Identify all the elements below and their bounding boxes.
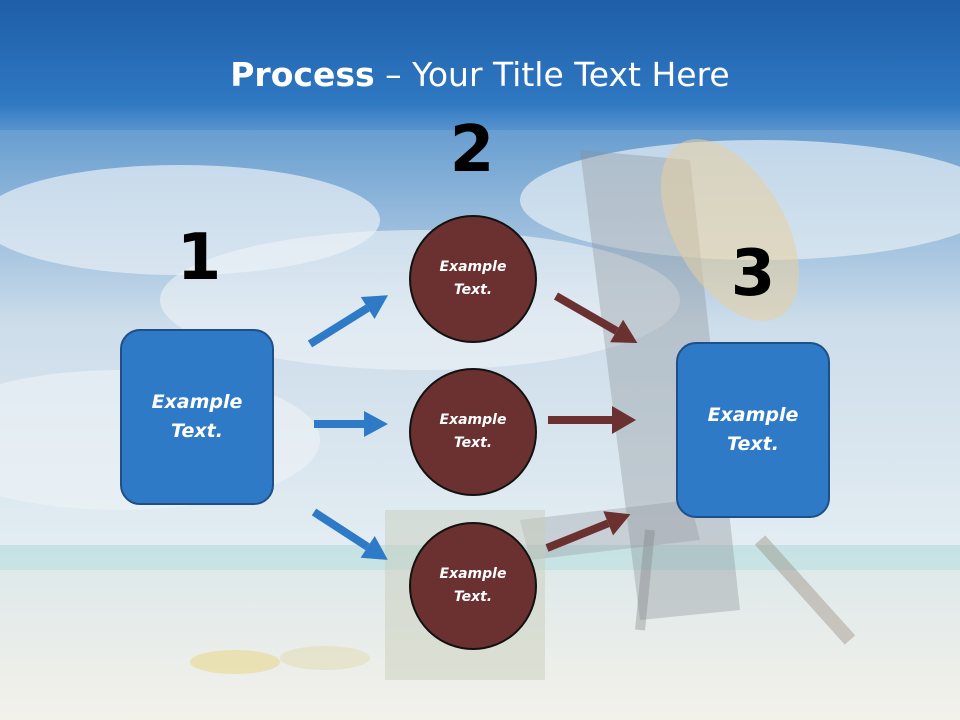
- step3-box-text: Example Text.: [707, 404, 799, 455]
- step3-box[interactable]: Example Text.: [676, 342, 830, 518]
- step1-box[interactable]: Example Text.: [120, 329, 274, 505]
- circle-middle-text: Example Text.: [439, 412, 507, 451]
- step-number-2: 2: [449, 113, 495, 187]
- title-rest: – Your Title Text Here: [374, 55, 730, 94]
- step1-box-text: Example Text.: [151, 391, 243, 442]
- title-bold: Process: [230, 55, 375, 94]
- step-number-3: 3: [730, 237, 776, 311]
- circle-top-text: Example Text.: [439, 259, 507, 298]
- step-number-1: 1: [176, 221, 222, 295]
- title-bar: [0, 0, 960, 130]
- step2-circle-middle[interactable]: Example Text.: [409, 368, 537, 496]
- step2-circle-top[interactable]: Example Text.: [409, 215, 537, 343]
- slide-title: Process – Your Title Text Here: [0, 52, 960, 98]
- circle-bottom-text: Example Text.: [439, 566, 507, 605]
- step2-circle-bottom[interactable]: Example Text.: [409, 522, 537, 650]
